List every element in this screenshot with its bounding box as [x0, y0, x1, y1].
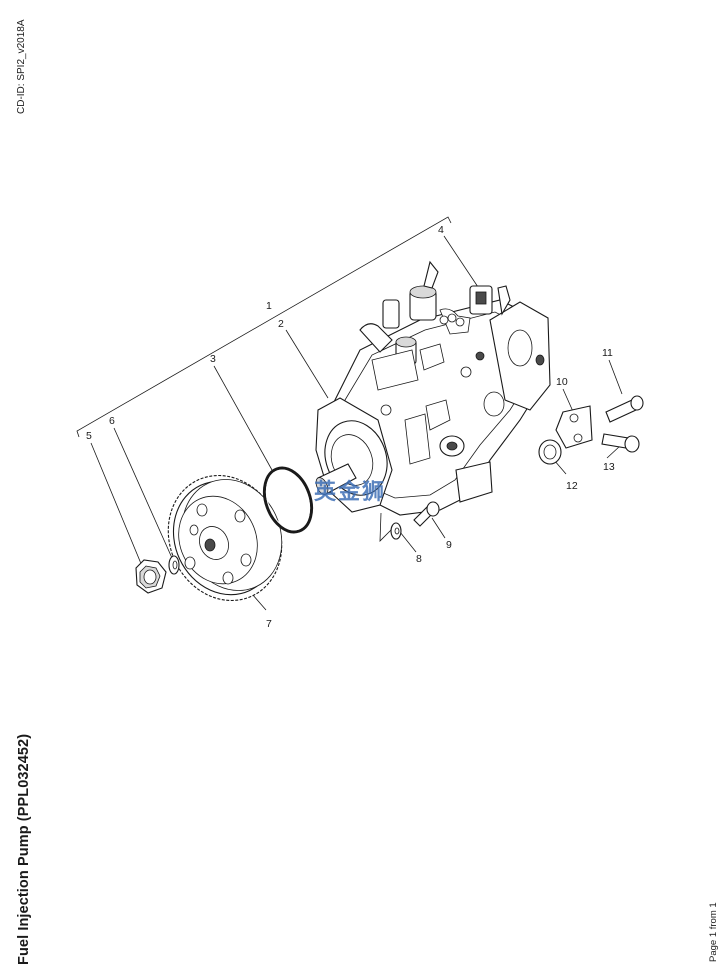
- callout-5: 5: [86, 430, 92, 442]
- bolt-part-9: [413, 501, 440, 527]
- callout-8: 8: [416, 553, 422, 565]
- callout-1: 1: [266, 300, 272, 312]
- bracket-part-10: [555, 405, 593, 449]
- o-ring-part-3: [262, 466, 314, 534]
- bolt-part-13: [601, 433, 640, 453]
- callout-13: 13: [603, 461, 615, 473]
- callout-3: 3: [210, 353, 216, 365]
- washer-part-8: [390, 522, 402, 540]
- bolt-part-11: [605, 395, 644, 423]
- pump-body-part-2: [315, 260, 551, 516]
- callout-9: 9: [446, 539, 452, 551]
- callout-7: 7: [266, 618, 272, 630]
- callout-labels: 1 2 3 4 5 6 7 8 9 10 11 12 13: [86, 224, 615, 630]
- watermark-logo-text: 英金狮: [314, 479, 386, 505]
- callout-2: 2: [278, 318, 284, 330]
- callout-6: 6: [109, 415, 115, 427]
- washer-part-6: [168, 555, 180, 575]
- nut-part-5: [135, 559, 167, 594]
- callout-10: 10: [556, 376, 568, 388]
- callout-4: 4: [438, 224, 444, 236]
- group-bracket-item-1: [76, 216, 452, 438]
- callout-12: 12: [566, 480, 578, 492]
- leader-lines: [90, 235, 623, 611]
- drive-gear-part-7: [167, 474, 283, 602]
- callout-11: 11: [602, 347, 613, 359]
- flange-nut-part-12: [538, 439, 562, 465]
